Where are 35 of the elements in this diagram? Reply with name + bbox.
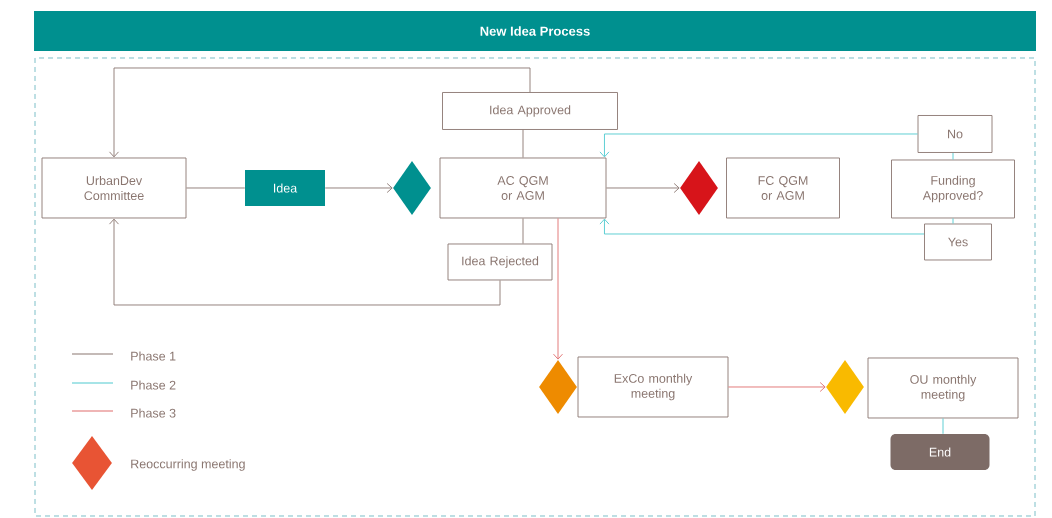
diamond-marker <box>826 360 864 414</box>
connector-line <box>942 418 944 435</box>
process-box: Yes <box>924 223 992 261</box>
legend-label: Phase 2 <box>131 380 176 390</box>
process-box: Idea Approved <box>442 92 618 130</box>
diamond-marker <box>680 161 718 215</box>
connector-line <box>522 129 524 158</box>
arrow <box>728 382 826 392</box>
title-banner: New Idea Process <box>34 11 1036 51</box>
arrow <box>606 183 680 193</box>
legend-label: Reoccurring meeting <box>131 459 245 471</box>
connector-line <box>186 187 246 189</box>
process-box: AC QGM or AGM <box>439 157 607 219</box>
connector-line <box>952 218 954 224</box>
legend-label: Phase 1 <box>131 351 176 361</box>
process-box: Funding Approved? <box>891 159 1015 219</box>
connector-line <box>522 218 524 244</box>
process-box: Idea Rejected <box>447 243 553 281</box>
diamond-marker <box>539 360 577 414</box>
process-box: OU monthly meeting <box>867 357 1019 419</box>
process-box: UrbanDev Committee <box>41 157 187 219</box>
diamond-marker <box>393 161 431 215</box>
process-box: FC QGM or AGM <box>726 157 840 219</box>
legend-label: Phase 3 <box>131 408 176 418</box>
end-terminator: End <box>890 434 990 470</box>
arrow <box>599 133 918 158</box>
connector-line <box>952 152 954 160</box>
arrow <box>553 218 563 360</box>
idea-box: Idea <box>245 170 325 206</box>
arrow <box>109 218 501 306</box>
arrow <box>324 183 393 193</box>
process-box: ExCo monthly meeting <box>577 356 729 418</box>
process-box: No <box>917 115 993 153</box>
arrow <box>599 218 925 235</box>
arrow <box>109 67 531 158</box>
